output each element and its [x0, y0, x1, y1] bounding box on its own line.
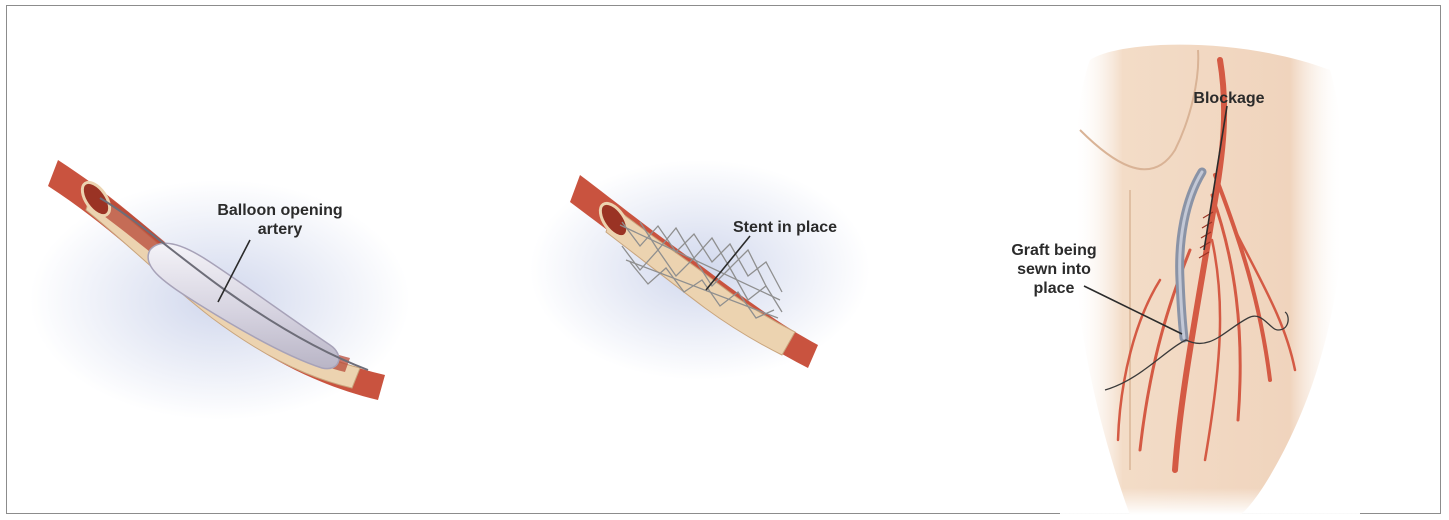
bypass-panel	[1060, 45, 1360, 515]
leg-fade	[1060, 380, 1360, 515]
balloon-label-line-2: artery	[190, 220, 370, 239]
balloon-panel	[30, 160, 410, 420]
blockage-label: Blockage	[1184, 89, 1274, 108]
graft-label-line-2: sewn into	[1004, 260, 1104, 279]
graft-label-line-1: Graft being	[1004, 241, 1104, 260]
stent-panel	[530, 160, 870, 380]
balloon-label-line-1: Balloon opening	[190, 201, 370, 220]
stent-label: Stent in place	[710, 218, 860, 237]
graft-label-line-3: place	[1004, 279, 1104, 298]
